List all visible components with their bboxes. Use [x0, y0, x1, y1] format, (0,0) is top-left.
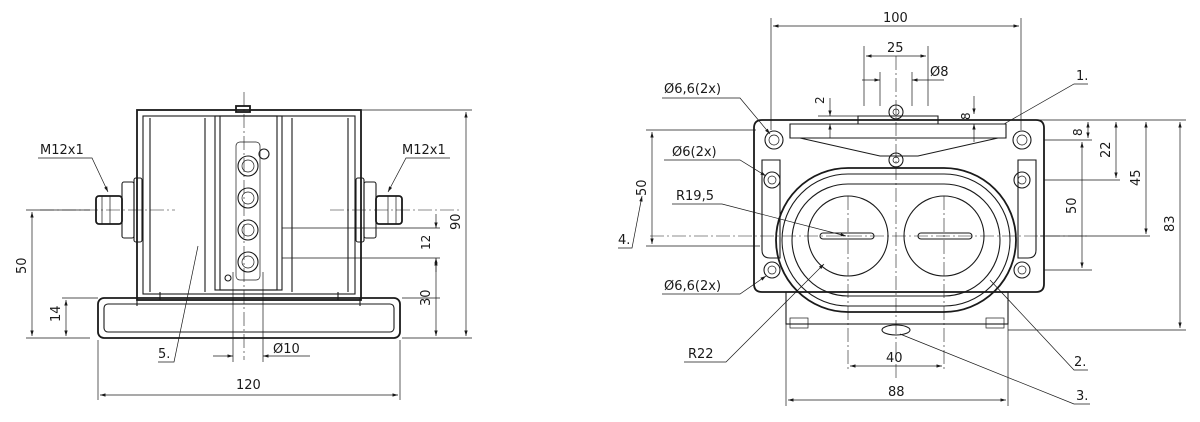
leader-1	[1003, 83, 1088, 125]
body-inner	[142, 115, 356, 295]
front-outline	[753, 119, 1045, 293]
dim-2: 2	[813, 96, 827, 104]
callout-5: 5.	[158, 347, 170, 362]
small-hole-low	[224, 274, 232, 282]
callout-3: 3.	[1076, 389, 1088, 404]
leader-hole-mid	[664, 159, 767, 177]
right-channel	[1017, 159, 1037, 259]
dim-40: 40	[886, 351, 903, 366]
ext-lines-100	[770, 18, 1022, 130]
leader-r22	[684, 263, 825, 363]
dim-90: 90	[449, 213, 464, 230]
dim-50-left: 50	[635, 179, 650, 196]
dim-d10: Ø10	[273, 342, 300, 357]
body-ribs	[149, 118, 349, 292]
dim-d8: Ø8	[930, 65, 949, 80]
dim-25: 25	[887, 41, 904, 56]
centerlines-vertical	[847, 56, 945, 380]
leader-5	[158, 245, 199, 363]
dim-120: 120	[236, 378, 261, 393]
dim-50-right: 50	[1065, 197, 1080, 214]
callout-4: 4.	[618, 233, 630, 248]
leader-m12-right	[387, 157, 450, 193]
dim-100: 100	[883, 11, 908, 26]
mounting-holes	[763, 130, 1032, 279]
top-nub	[235, 105, 251, 113]
leader-4	[618, 195, 643, 249]
dim-45: 45	[1129, 169, 1144, 186]
dim-88: 88	[888, 385, 905, 400]
top-chamfer	[799, 137, 999, 157]
dim-30: 30	[419, 289, 434, 306]
hole-mid-label: Ø6(2x)	[672, 145, 717, 160]
ext-lines-120	[97, 340, 401, 400]
ext-lines-d10	[232, 272, 264, 362]
radius-r22-label: R22	[688, 347, 714, 362]
hole-top-label: Ø6,6(2x)	[664, 82, 721, 97]
small-hole	[258, 148, 270, 160]
leader-2	[989, 279, 1088, 371]
body-base-lines	[159, 292, 339, 300]
leader-r195	[672, 203, 847, 237]
dim-8-top: 8	[959, 112, 973, 120]
leader-hole-top	[662, 97, 771, 135]
thread-left-label: M12x1	[40, 143, 84, 158]
bottom-strip	[785, 291, 1009, 325]
dim-50: 50	[15, 257, 30, 274]
base-plate-inner	[103, 303, 395, 333]
radius-r195-label: R19,5	[676, 189, 714, 204]
leader-3	[899, 333, 1090, 405]
callout-1: 1.	[1076, 69, 1088, 84]
hole-bottom-label: Ø6,6(2x)	[664, 279, 721, 294]
top-bar	[857, 115, 939, 125]
center-panel-inner	[219, 115, 278, 291]
dim-8-right: 8	[1071, 128, 1085, 136]
thread-right-label: M12x1	[402, 143, 446, 158]
dim-14: 14	[49, 305, 64, 322]
base-plate	[97, 297, 401, 339]
side-view: 50 14 120 90 30 12 Ø10 M12x1 M12x1 5.	[15, 92, 472, 400]
top-plate	[789, 123, 1007, 139]
left-channel	[761, 159, 781, 259]
leader-m12-left	[38, 157, 109, 193]
ext-lines-left	[26, 209, 98, 339]
callout-2: 2.	[1074, 355, 1086, 370]
leader-hole-bottom	[662, 275, 767, 295]
front-view: 100 25 Ø8 2 8 8 22 45 83 50 50	[618, 11, 1186, 406]
ext-lines-right	[282, 109, 472, 339]
body-outline	[136, 109, 362, 301]
dim-83: 83	[1163, 215, 1178, 232]
ext-lines-right-view	[1008, 119, 1186, 331]
dim-22: 22	[1099, 141, 1114, 158]
gland-stack	[235, 141, 261, 281]
dim-12: 12	[419, 235, 433, 250]
